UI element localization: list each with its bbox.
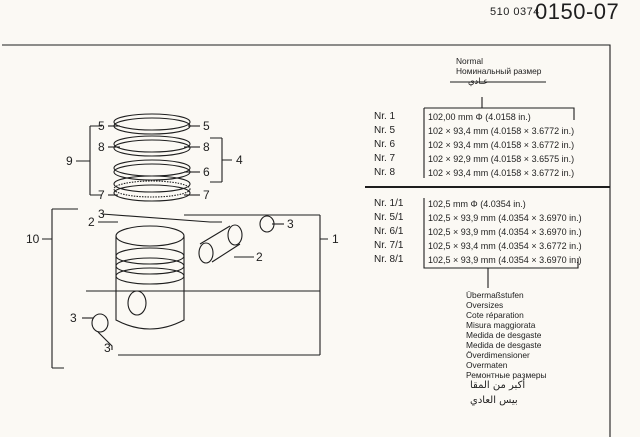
callout-5: 5	[203, 119, 210, 133]
part-spec: 102,5 × 93,9 mm (4.0354 × 3.6970 in.)	[428, 213, 582, 223]
callout-3: 3	[70, 311, 77, 325]
caption-oversize: Oversizes	[466, 300, 504, 310]
part-spec: 102,5 × 93,4 mm (4.0354 × 3.6772 in.)	[428, 241, 582, 251]
callout-3: 3	[98, 207, 105, 221]
part-number-label: Nr. 7/1	[374, 240, 404, 251]
caption-oversize: Ремонтные размеры	[466, 370, 547, 380]
oversize-bracket	[423, 198, 579, 269]
caption-oversize-ar: بيس العادي	[470, 395, 518, 406]
callout-5: 5	[98, 119, 105, 133]
callout-2: 2	[88, 215, 95, 229]
callout-9: 9	[66, 154, 73, 168]
part-number-label: Nr. 5/1	[374, 212, 404, 223]
callout-8: 8	[203, 140, 210, 154]
part-spec: 102,5 × 93,9 mm (4.0354 × 3.6970 in.)	[428, 255, 582, 265]
callout-2: 2	[256, 250, 263, 264]
caption-oversize-ar: أكبر من المقا	[470, 380, 526, 391]
callout-10: 10	[26, 232, 40, 246]
document-number: 0150-07	[535, 0, 620, 24]
caption-oversize: Overmaten	[466, 360, 508, 370]
callout-8: 8	[98, 140, 105, 154]
part-spec: 102 × 93,4 mm (4.0158 × 3.6772 in.)	[428, 168, 575, 178]
caption-oversize: Cote réparation	[466, 310, 524, 320]
document-code: 510 0374	[490, 6, 540, 18]
caption-oversize: Medida de desgaste	[466, 330, 542, 340]
part-spec: 102 × 93,4 mm (4.0158 × 3.6772 in.)	[428, 140, 575, 150]
part-number-label: Nr. 1	[374, 111, 396, 122]
part-number-label: Nr. 6	[374, 139, 396, 150]
part-number-label: Nr. 8/1	[374, 254, 404, 265]
callout-1: 1	[332, 232, 339, 246]
callout-6: 6	[203, 165, 210, 179]
part-spec: 102,5 × 93,9 mm (4.0354 × 3.6970 in.)	[428, 227, 582, 237]
callout-7: 7	[203, 188, 210, 202]
part-spec: 102 × 93,4 mm (4.0158 × 3.6772 in.)	[428, 126, 575, 136]
part-number-label: Nr. 6/1	[374, 226, 404, 237]
part-spec: 102 × 92,9 mm (4.0158 × 3.6575 in.)	[428, 154, 575, 164]
part-number-label: Nr. 5	[374, 125, 396, 136]
normal-bracket	[423, 107, 575, 178]
callout-3: 3	[104, 341, 111, 355]
callout-7: 7	[98, 188, 105, 202]
callout-3: 3	[287, 217, 294, 231]
caption-normal-ru: Номинальный размер	[456, 66, 542, 76]
caption-normal: Normal	[456, 56, 483, 66]
part-number-label: Nr. 7	[374, 153, 396, 164]
callout-4: 4	[236, 153, 243, 167]
caption-oversize: Übermaßstufen	[466, 290, 524, 300]
caption-normal-ar: عـادي	[468, 76, 489, 86]
part-number-label: Nr. 1/1	[374, 198, 404, 209]
frame-line	[2, 44, 611, 437]
caption-oversize: Medida de desgaste	[466, 340, 542, 350]
part-spec: 102,5 mm Φ (4.0354 in.)	[428, 199, 526, 209]
caption-oversize: Överdimensioner	[466, 350, 530, 360]
part-spec: 102,00 mm Φ (4.0158 in.)	[428, 112, 531, 122]
caption-oversize: Misura maggiorata	[466, 320, 536, 330]
part-number-label: Nr. 8	[374, 167, 396, 178]
